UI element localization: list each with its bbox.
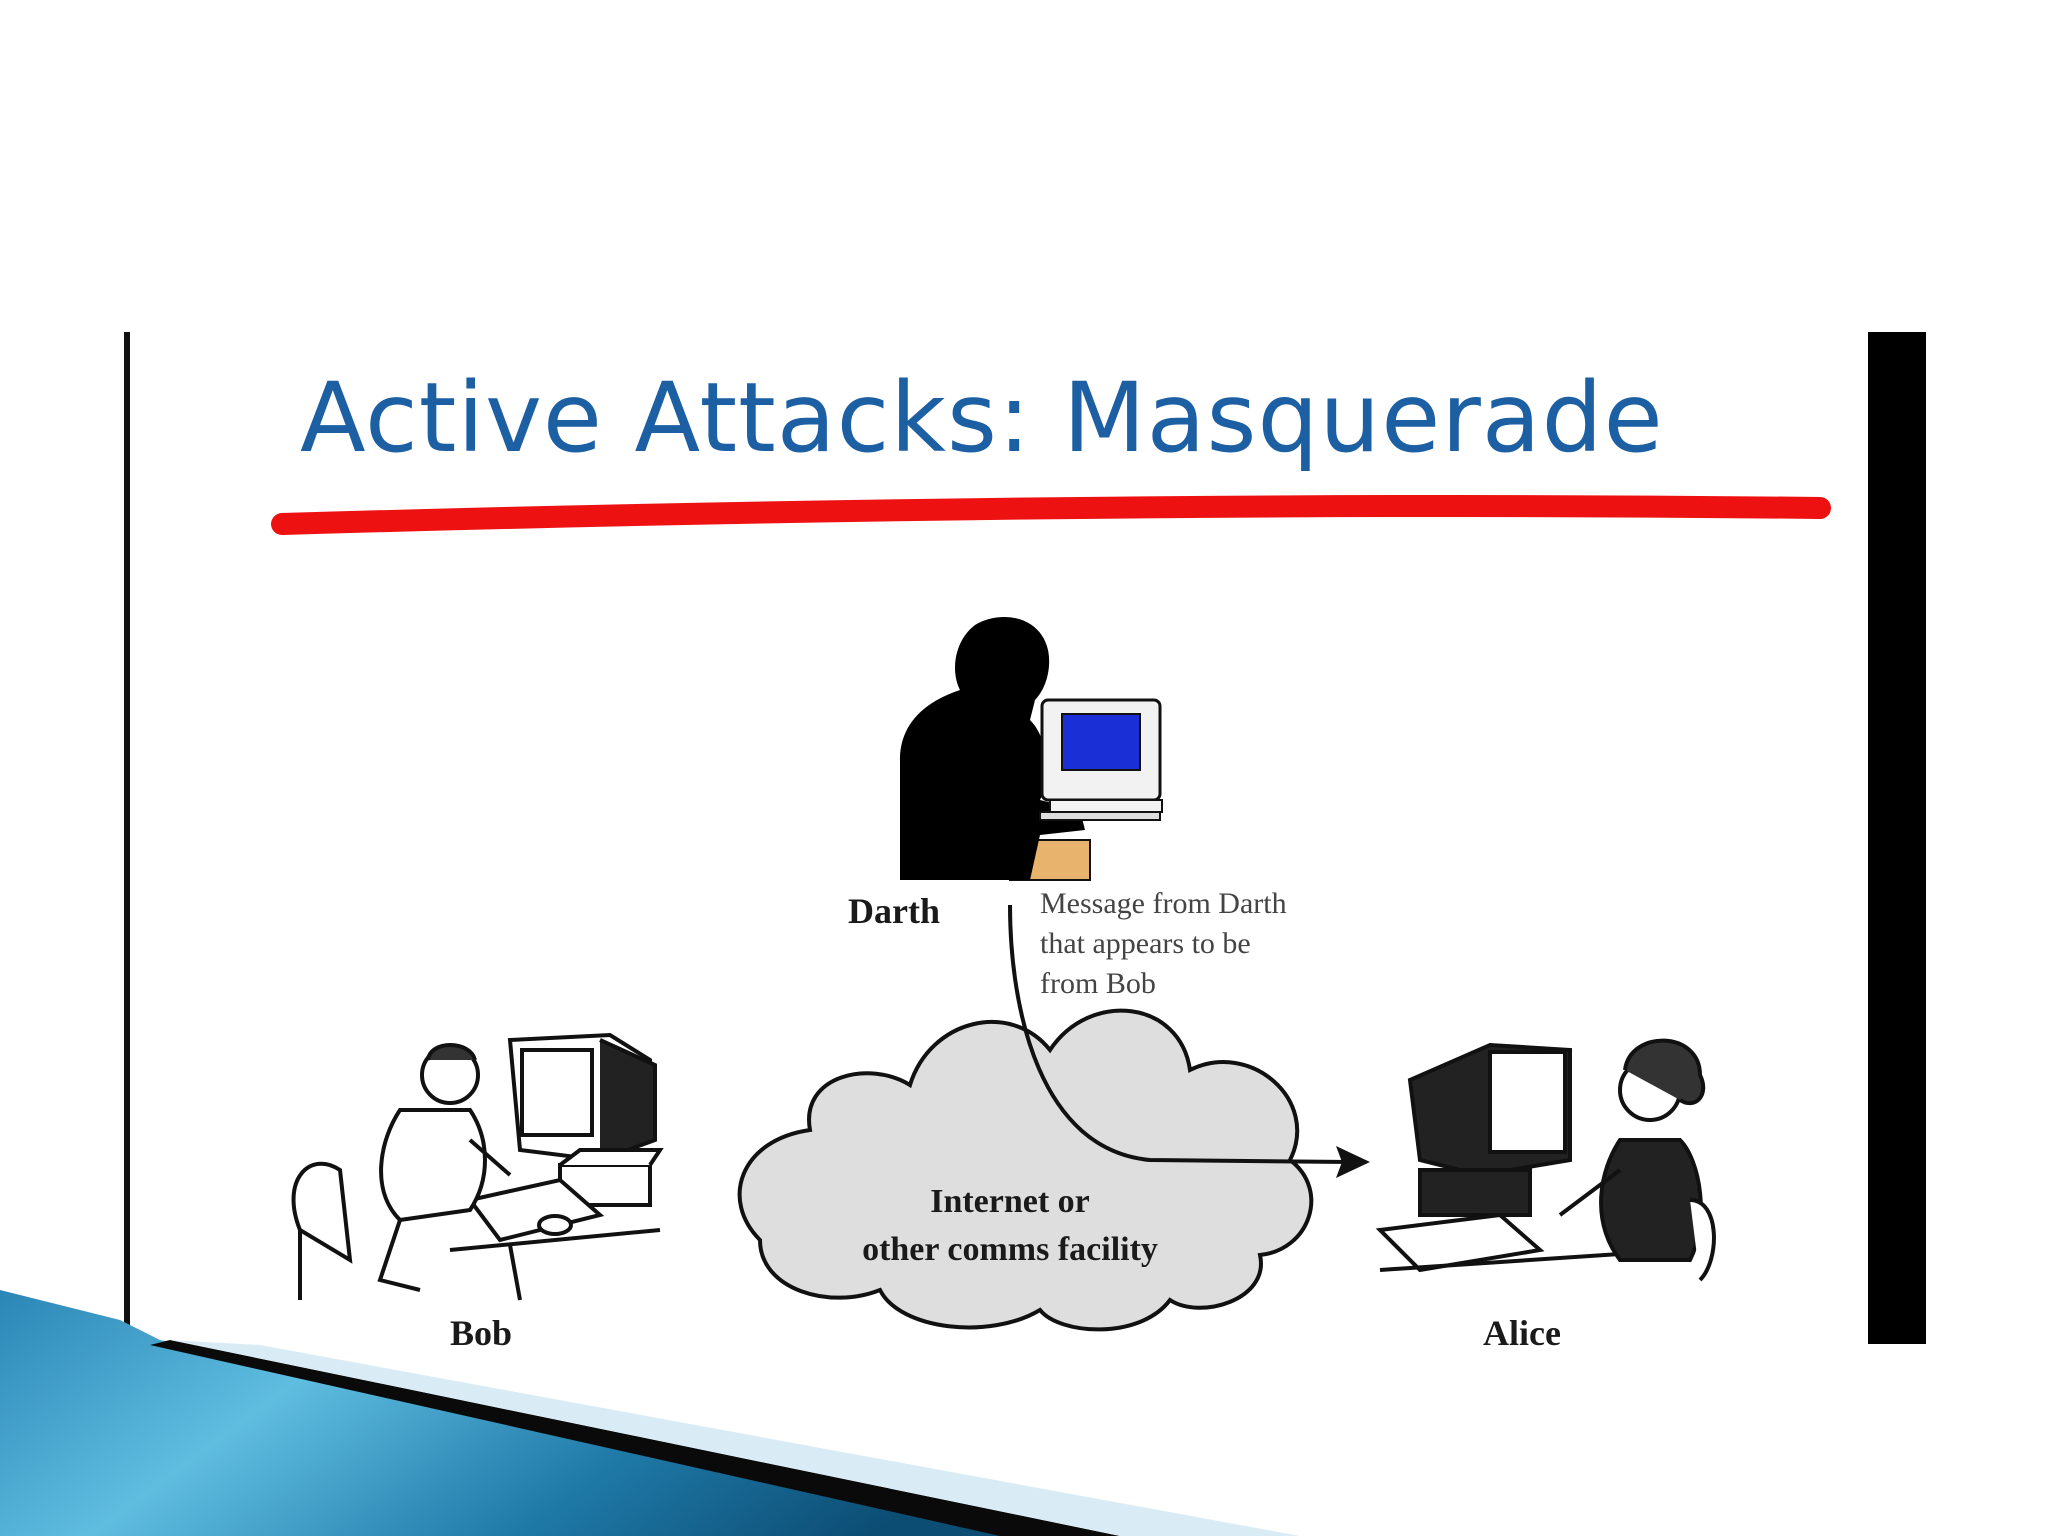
footer-band-dark-stripe xyxy=(150,1340,1120,1536)
message-annotation-line: Message from Darth xyxy=(1040,887,1287,920)
network-label: Internet or other comms facility xyxy=(820,1178,1200,1274)
bob-label: Bob xyxy=(450,1313,513,1353)
arrow-head-icon xyxy=(1336,1146,1370,1178)
message-annotation-line: that appears to be xyxy=(1040,927,1251,960)
alice-figure xyxy=(1375,1038,1716,1282)
bob-mouse xyxy=(537,1214,573,1236)
message-annotation-line: from Bob xyxy=(1040,967,1156,1000)
frame-right-bar xyxy=(1868,332,1926,1344)
cloud-icon xyxy=(737,1008,1314,1332)
alice-label: Alice xyxy=(1483,1313,1561,1353)
page-title: Active Attacks: Masquerade xyxy=(300,362,1664,474)
footer-band-light-stripe xyxy=(170,1340,1300,1536)
bob-figure xyxy=(291,1032,664,1301)
darth-figure xyxy=(900,617,1163,881)
darth-label: Darth xyxy=(848,891,940,931)
darth-silhouette-icon xyxy=(900,617,1085,880)
title-underline xyxy=(271,495,1831,535)
frame-left-edge xyxy=(124,332,130,1344)
message-arrow xyxy=(1008,904,1370,1178)
network-label-line: other comms facility xyxy=(862,1231,1158,1268)
network-label-line: Internet or xyxy=(930,1183,1090,1220)
message-annotation: Message from Darth that appears to be fr… xyxy=(1040,884,1400,1004)
footer-band xyxy=(0,1290,1100,1536)
darth-screen xyxy=(1061,713,1141,771)
darth-keyboard xyxy=(1039,811,1161,821)
